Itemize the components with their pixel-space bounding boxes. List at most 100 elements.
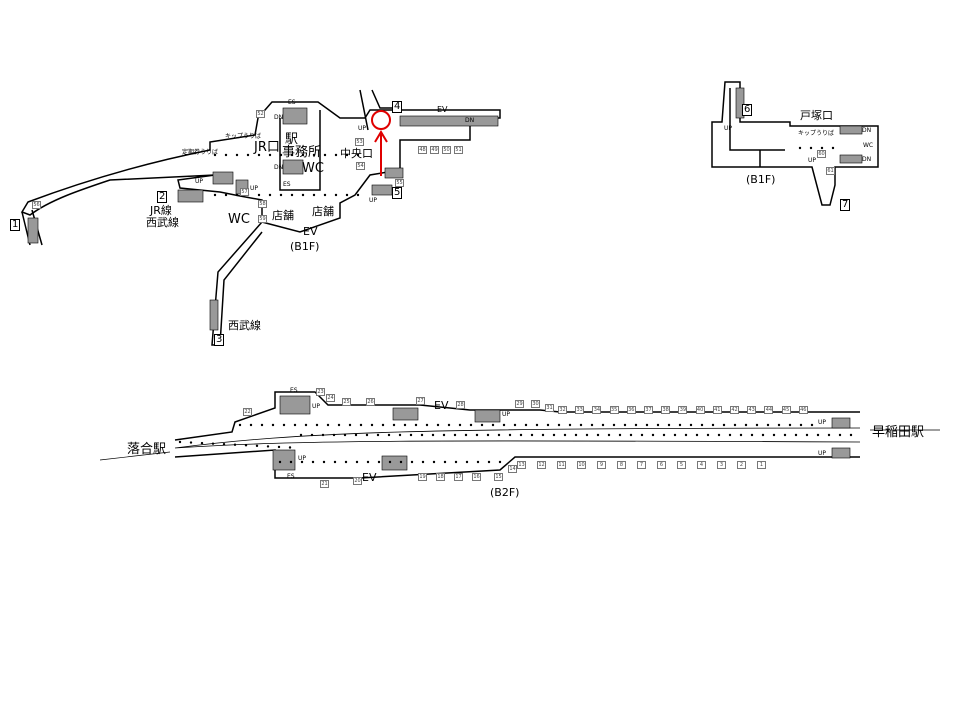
- pillar-dot: [311, 460, 315, 464]
- pillar-dot: [392, 423, 396, 427]
- pillar-dot: [278, 460, 282, 464]
- pillar-dot: [403, 423, 407, 427]
- pillar-dot: [491, 423, 495, 427]
- pillar-dot: [431, 433, 435, 437]
- pillar-dot: [607, 433, 611, 437]
- number-badge: 19: [418, 473, 427, 481]
- number-badge: 51: [454, 146, 463, 154]
- es-label: ES: [283, 181, 291, 188]
- pillar-dot: [476, 460, 480, 464]
- pillar-dot: [290, 153, 294, 157]
- pillar-dot: [728, 433, 732, 437]
- pillar-dot: [497, 433, 501, 437]
- pillar-dot: [809, 146, 813, 150]
- pillar-dot: [798, 146, 802, 150]
- pillar-dot: [469, 423, 473, 427]
- pillar-dot: [442, 433, 446, 437]
- pillar-dot: [343, 433, 347, 437]
- number-badge: 4: [697, 461, 706, 469]
- pillar-dot: [359, 423, 363, 427]
- up-label: UP: [724, 125, 733, 132]
- up-label: UP: [502, 411, 511, 418]
- pillar-dot: [662, 433, 666, 437]
- pillar-dot: [717, 433, 721, 437]
- pillar-dot: [487, 460, 491, 464]
- number-badge: 21: [320, 480, 329, 488]
- pillar-dot: [224, 153, 228, 157]
- number-badge: 57: [240, 188, 249, 196]
- totsuka-exit-label: 戸塚口: [800, 109, 833, 122]
- pillar-dot: [381, 423, 385, 427]
- up-label: UP: [818, 450, 827, 457]
- pillar-dot: [590, 423, 594, 427]
- number-badge: 28: [456, 401, 465, 409]
- number-badge: 60: [817, 150, 826, 158]
- number-badge: 8: [617, 461, 626, 469]
- dn-label: DN: [862, 156, 872, 163]
- pillar-dot: [799, 423, 803, 427]
- pillar-dot: [546, 423, 550, 427]
- station-office-label-1: 駅: [285, 132, 299, 147]
- pillar-dot: [376, 433, 380, 437]
- exit-3-destination: 西武線: [228, 319, 261, 332]
- pillar-dot: [355, 460, 359, 464]
- pillar-dot: [233, 443, 237, 446]
- ochiai-station-label: 落合駅: [127, 442, 167, 457]
- pillar-dot: [513, 423, 517, 427]
- number-badge: 17: [454, 473, 463, 481]
- pillar-dot: [257, 153, 261, 157]
- pillar-dot: [322, 460, 326, 464]
- pillar-dot: [502, 423, 506, 427]
- pillar-dot: [271, 423, 275, 427]
- exit-7-badge: 7: [840, 199, 851, 211]
- pillar-dot: [398, 433, 402, 437]
- pillar-dot: [689, 423, 693, 427]
- number-badge: 55: [395, 179, 404, 187]
- pillar-dot: [388, 460, 392, 464]
- number-badge: 44: [764, 406, 774, 414]
- pillar-dot: [365, 433, 369, 437]
- pillar-dot: [447, 423, 451, 427]
- pillar-dot: [629, 433, 633, 437]
- pillar-dot: [684, 433, 688, 437]
- pillar-dot: [387, 433, 391, 437]
- pillar-dot: [744, 423, 748, 427]
- pillar-dot: [706, 433, 710, 437]
- pillar-dot: [299, 433, 303, 437]
- up-label: UP: [250, 185, 259, 192]
- pillar-dot: [288, 446, 292, 449]
- es-label: ES: [287, 473, 295, 480]
- ticket-counter: キップうりば: [225, 133, 262, 140]
- pillar-dot: [279, 193, 283, 197]
- pillar-dot: [788, 423, 792, 427]
- pillar-dot: [810, 423, 814, 427]
- pillar-dot: [535, 423, 539, 427]
- es-label: ES: [290, 387, 298, 394]
- pillar-dot: [465, 460, 469, 464]
- pillar-dot: [508, 433, 512, 437]
- pillar-dot: [293, 423, 297, 427]
- pillar-dot: [249, 423, 253, 427]
- number-badge: 24: [326, 394, 335, 402]
- wc-label-2: WC: [228, 212, 250, 227]
- pillar-dot: [711, 423, 715, 427]
- pillar-dot: [266, 445, 270, 448]
- pillar-dot: [777, 423, 781, 427]
- pillar-dot: [443, 460, 447, 464]
- ev-label: EV: [362, 471, 377, 484]
- number-badge: 35: [609, 406, 619, 414]
- pillar-dot: [282, 423, 286, 427]
- number-badge: 12: [537, 461, 546, 469]
- pillar-dot: [277, 445, 281, 449]
- pillar-dot: [596, 433, 600, 437]
- number-badge: 9: [597, 461, 606, 469]
- pillar-dot: [326, 423, 330, 427]
- pillar-dot: [301, 153, 305, 157]
- number-badge: 11: [557, 461, 566, 469]
- dn-label: DN: [862, 127, 872, 134]
- pillar-dot: [530, 433, 534, 437]
- exit-4-badge: 4: [392, 101, 403, 113]
- pillar-dot: [816, 433, 820, 437]
- number-badge: 58: [258, 200, 267, 208]
